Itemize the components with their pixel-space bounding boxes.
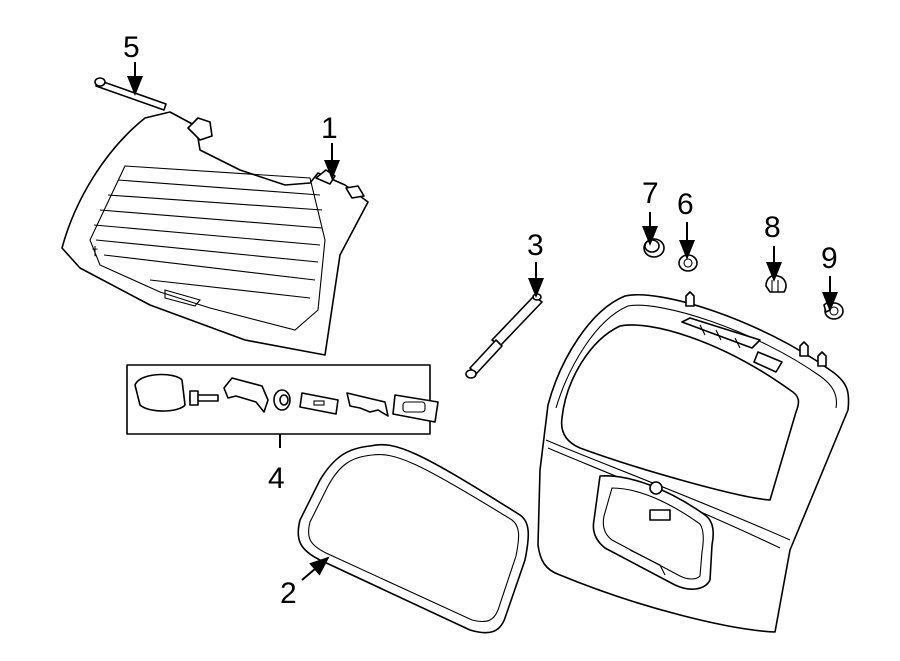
callout-2: 2 <box>280 556 330 610</box>
part-8-clip <box>765 274 787 293</box>
callout-label-1: 1 <box>321 112 338 145</box>
callout-label-3: 3 <box>527 229 544 262</box>
part-5-pin <box>94 77 167 111</box>
callout-label-5: 5 <box>123 31 140 64</box>
part-3-lift-strut <box>465 293 543 379</box>
callout-5: 5 <box>123 31 143 96</box>
callout-3: 3 <box>527 229 544 298</box>
callout-9: 9 <box>821 242 838 312</box>
part-6-clip <box>678 254 698 272</box>
callout-label-9: 9 <box>821 242 838 275</box>
part-2-glass-seal <box>297 443 530 634</box>
callout-label-7: 7 <box>642 177 659 210</box>
part-9-clip <box>823 301 844 320</box>
part-1-back-glass: † <box>61 111 369 356</box>
callout-1: 1 <box>321 112 340 180</box>
callout-label-6: 6 <box>677 188 694 221</box>
callout-6: 6 <box>677 188 695 260</box>
callout-7: 7 <box>642 177 659 246</box>
part-4-hardware-kit <box>126 364 439 435</box>
svg-text:†: † <box>92 244 98 258</box>
callout-8: 8 <box>764 211 782 282</box>
callout-label-2: 2 <box>280 577 297 610</box>
part-7-grommet <box>643 238 665 258</box>
callout-label-8: 8 <box>764 211 781 244</box>
liftgate-assembly <box>537 291 850 633</box>
callout-label-4: 4 <box>268 462 285 495</box>
callout-4: 4 <box>268 434 285 495</box>
